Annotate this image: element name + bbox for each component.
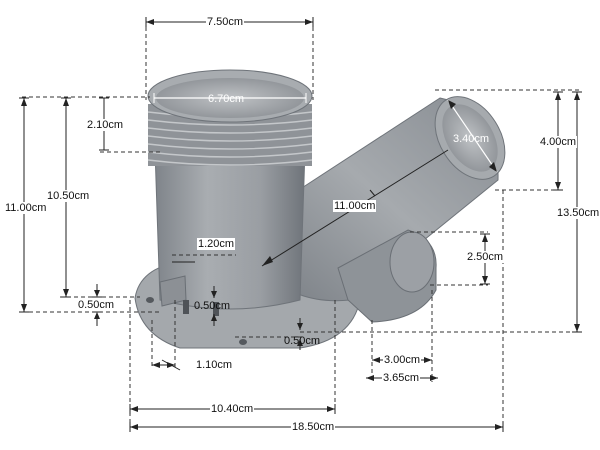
label-flange-offset: 1.10cm [195,359,234,371]
label-spigot-height: 2.50cm [466,251,505,263]
label-nub-width: 1.20cm [197,238,236,250]
label-thread-height: 2.10cm [86,119,125,131]
label-inner-height: 10.50cm [46,190,91,202]
label-flange-thickness-right: 0.50cm [284,335,321,347]
label-inner-diameter: 6.70cm [208,93,245,105]
label-outlet-diameter: 3.40cm [453,133,490,145]
label-pipe-length: 11.00cm [333,200,377,212]
label-outlet-depth: 4.00cm [539,136,578,148]
dimension-lines [19,17,582,432]
dimension-arrowheads [21,19,580,430]
flange-hole-front [239,339,247,345]
label-total-width: 18.50cm [291,421,336,433]
front-slot [183,300,189,314]
outlet-mouth-inner [442,104,498,172]
flange-hole-left [146,297,154,303]
label-nub-height: 0.50cm [194,300,231,312]
label-top-width: 7.50cm [206,16,245,28]
label-flange-thickness-left: 0.50cm [77,299,116,311]
label-spigot-width-outer: 3.65cm [382,372,421,384]
lower-spigot-end [389,231,435,293]
label-base-width: 10.40cm [210,403,255,415]
label-total-left-height: 11.00cm [4,202,48,214]
label-spigot-width-inner: 3.00cm [383,354,422,366]
front-slot-right [213,302,219,316]
drain-fitting-part [134,69,506,349]
label-total-right-height: 13.50cm [556,207,600,219]
